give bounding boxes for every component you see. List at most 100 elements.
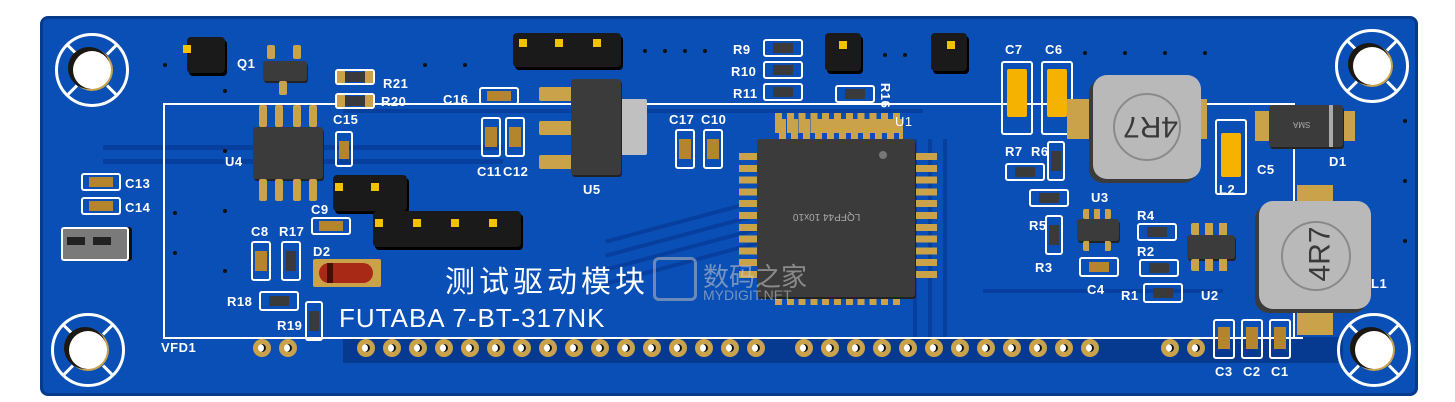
vfd-pin[interactable] — [1081, 339, 1099, 357]
r11-resistor — [763, 83, 803, 101]
vfd-pin[interactable] — [461, 339, 479, 357]
label-r9: R9 — [733, 42, 751, 57]
via — [1163, 51, 1167, 55]
vfd-pin[interactable] — [747, 339, 765, 357]
vfd-pin[interactable] — [1187, 339, 1205, 357]
vfd-pin[interactable] — [795, 339, 813, 357]
slide-switch[interactable] — [61, 227, 129, 261]
label-r10: R10 — [731, 64, 757, 79]
r17-resistor — [281, 241, 301, 281]
r19-resistor — [305, 301, 323, 341]
mounting-hole-top-left — [55, 33, 129, 107]
vfd-pin[interactable] — [1055, 339, 1073, 357]
vfd-pin[interactable] — [435, 339, 453, 357]
r18-resistor — [259, 291, 299, 311]
via — [163, 63, 167, 67]
c17-capacitor — [675, 129, 695, 169]
u4-pin — [293, 105, 301, 127]
label-r5: R5 — [1029, 218, 1047, 233]
vfd-pin[interactable] — [669, 339, 687, 357]
vfd-pin[interactable] — [513, 339, 531, 357]
vfd-pin[interactable] — [1029, 339, 1047, 357]
vfd-pin[interactable] — [357, 339, 375, 357]
c11-capacitor — [481, 117, 501, 157]
label-r4: R4 — [1137, 208, 1155, 223]
vfd-pin[interactable] — [1161, 339, 1179, 357]
vfd-pin[interactable] — [253, 339, 271, 357]
single-pin-header[interactable] — [825, 33, 861, 71]
label-r19: R19 — [277, 318, 303, 333]
three-pin-header[interactable] — [513, 33, 621, 67]
label-c16: C16 — [443, 92, 469, 107]
vfd-pin[interactable] — [383, 339, 401, 357]
via — [223, 149, 227, 153]
trace — [943, 139, 947, 339]
c8-capacitor — [251, 241, 271, 281]
label-r7: R7 — [1005, 144, 1023, 159]
label-r16: R16 — [878, 82, 894, 109]
trace — [983, 289, 1223, 293]
two-pin-header[interactable] — [333, 175, 407, 211]
vfd-outline-left — [163, 103, 165, 339]
vfd-pin[interactable] — [539, 339, 557, 357]
single-pin-header[interactable] — [183, 37, 225, 73]
vfd-pin[interactable] — [977, 339, 995, 357]
vfd-pin[interactable] — [899, 339, 917, 357]
mounting-hole-top-right — [1335, 29, 1409, 103]
label-u3: U3 — [1091, 190, 1109, 205]
q1-pin — [293, 45, 301, 59]
u5-pin — [539, 121, 573, 135]
mounting-hole-bottom-right — [1337, 313, 1411, 387]
c1-capacitor — [1269, 319, 1291, 359]
via — [643, 49, 647, 53]
u4-pin — [275, 105, 283, 127]
r20-resistor — [335, 93, 375, 109]
vfd-pin[interactable] — [617, 339, 635, 357]
label-vfd1: VFD1 — [161, 340, 197, 355]
r1-resistor — [1143, 283, 1183, 303]
label-r1: R1 — [1121, 288, 1139, 303]
l2-inductor: 4R7 — [1093, 75, 1201, 179]
label-r20: R20 — [381, 94, 407, 109]
l2-value: 4R7 — [1123, 110, 1179, 143]
label-c7: C7 — [1005, 42, 1023, 57]
vfd-pin[interactable] — [721, 339, 739, 357]
u2-pins — [1191, 259, 1231, 271]
vfd-pin[interactable] — [873, 339, 891, 357]
l1-inductor: 4R7 — [1259, 201, 1371, 309]
u1-microcontroller: LQFP44 10x10 — [757, 139, 915, 297]
via — [1403, 179, 1407, 183]
c9-capacitor — [311, 217, 351, 235]
label-r3: R3 — [1035, 260, 1053, 275]
vfd-pin[interactable] — [1003, 339, 1021, 357]
vfd-pin[interactable] — [565, 339, 583, 357]
vfd-pin[interactable] — [591, 339, 609, 357]
vfd-outline-top — [163, 103, 1293, 105]
single-pin-header[interactable] — [931, 33, 967, 71]
vfd-pin[interactable] — [487, 339, 505, 357]
u5-pin — [539, 155, 573, 169]
vfd-pin[interactable] — [821, 339, 839, 357]
label-d1: D1 — [1329, 154, 1347, 169]
label-c1: C1 — [1271, 364, 1289, 379]
vfd-pin[interactable] — [951, 339, 969, 357]
via — [903, 53, 907, 57]
c13-capacitor — [81, 173, 121, 191]
vfd-pin[interactable] — [695, 339, 713, 357]
vfd-pin[interactable] — [409, 339, 427, 357]
via — [1083, 51, 1087, 55]
vfd-pin[interactable] — [847, 339, 865, 357]
vfd-pin[interactable] — [643, 339, 661, 357]
u1-marking: LQFP44 10x10 — [793, 211, 861, 222]
via — [173, 211, 177, 215]
c3-capacitor — [1213, 319, 1235, 359]
vfd-pin[interactable] — [925, 339, 943, 357]
r2-resistor — [1139, 259, 1179, 277]
watermark-cn: 数码之家 — [703, 262, 808, 292]
label-c4: C4 — [1087, 282, 1105, 297]
u5-regulator — [571, 79, 621, 175]
four-pin-header[interactable] — [373, 211, 521, 247]
label-c6: C6 — [1045, 42, 1063, 57]
r9-resistor — [763, 39, 803, 57]
vfd-pin[interactable] — [279, 339, 297, 357]
